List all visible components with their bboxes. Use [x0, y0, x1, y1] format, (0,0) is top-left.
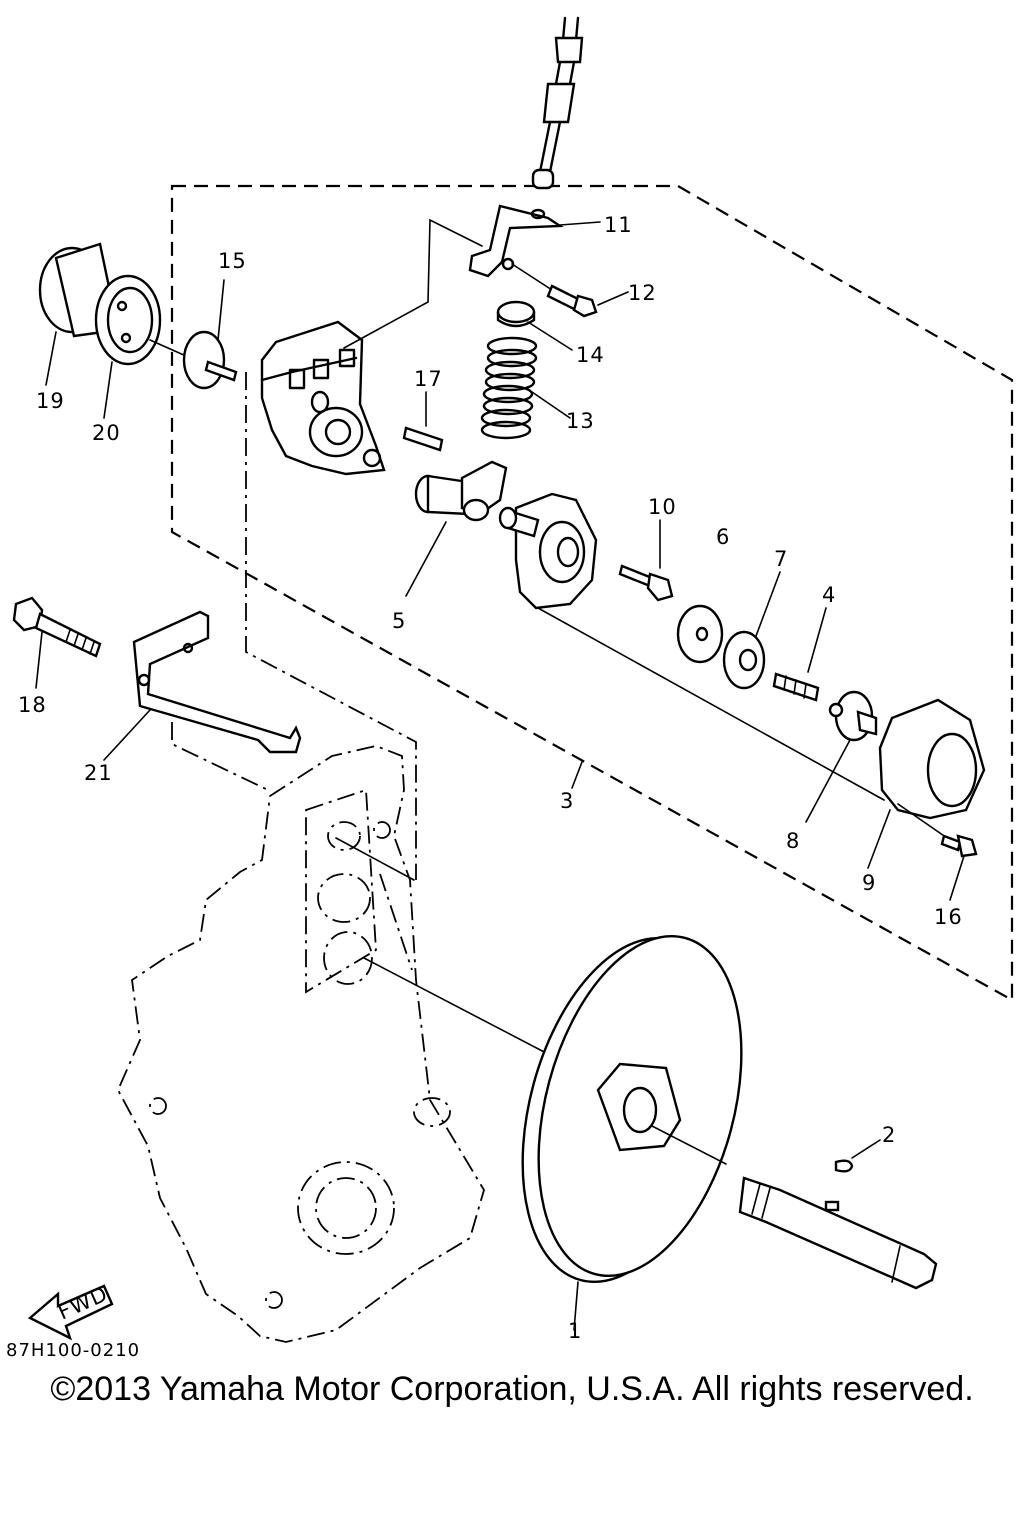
callout-2: 2 [882, 1123, 896, 1147]
callout-14: 14 [576, 343, 605, 367]
sheave-part-1 [521, 934, 743, 1331]
diagram-reference-code: 87H100-0210 [6, 1340, 141, 1361]
shaft-part-5 [405, 460, 508, 597]
callout-13: 13 [566, 409, 595, 433]
connector-line [335, 837, 415, 881]
callout-9: 9 [862, 871, 876, 895]
bracket-part-21 [103, 610, 302, 761]
callout-6: 6 [716, 525, 730, 549]
callout-15: 15 [218, 249, 247, 273]
callout-11: 11 [604, 213, 633, 237]
crankshaft [738, 1176, 938, 1290]
screw-part-16 [897, 803, 978, 901]
callout-4: 4 [822, 583, 836, 607]
connector-line [379, 873, 413, 971]
callout-18: 18 [18, 693, 47, 717]
callout-5: 5 [392, 609, 406, 633]
bolt-part-18 [12, 596, 102, 689]
plate-part-15 [182, 279, 238, 390]
callout-3: 3 [560, 789, 574, 813]
callout-7: 7 [774, 547, 788, 571]
plunger-part-8 [805, 690, 878, 823]
copyright-notice: ©2013 Yamaha Motor Corporation, U.S.A. A… [50, 1370, 974, 1408]
callout-21: 21 [84, 761, 113, 785]
cap-part-14 [496, 300, 573, 351]
callout-20: 20 [92, 421, 121, 445]
exploded-parts-diagram: FWD 11 12 14 13 15 17 19 20 10 6 7 4 5 1… [12, 16, 1014, 1343]
retainer-part-7 [722, 571, 781, 690]
callout-8: 8 [786, 829, 800, 853]
adjuster-part-4 [772, 607, 827, 702]
callout-12: 12 [628, 281, 657, 305]
pin-part-17 [402, 391, 444, 452]
roller-part-20 [94, 274, 162, 419]
cover-part-9 [867, 698, 986, 869]
callout-19: 19 [36, 389, 65, 413]
housing-cover [498, 492, 885, 801]
callout-1: 1 [568, 1319, 582, 1343]
callout-16: 16 [934, 905, 963, 929]
connector-line [171, 722, 269, 791]
bolt-part-10 [618, 519, 674, 602]
cable-part [531, 16, 584, 190]
lever-part-11 [468, 204, 601, 278]
assembly-boundary [170, 184, 1014, 1002]
screw-part-12 [511, 263, 629, 318]
fwd-arrow-icon: FWD [27, 1281, 114, 1341]
washer-part-6 [676, 604, 724, 664]
engine-case [116, 745, 549, 1343]
connector-line [245, 372, 417, 880]
callout-10: 10 [648, 495, 677, 519]
leader-3 [571, 761, 583, 789]
callout-17: 17 [414, 367, 443, 391]
spring-part-13 [480, 336, 571, 440]
housing [260, 218, 483, 476]
key-part-2 [834, 1139, 881, 1173]
